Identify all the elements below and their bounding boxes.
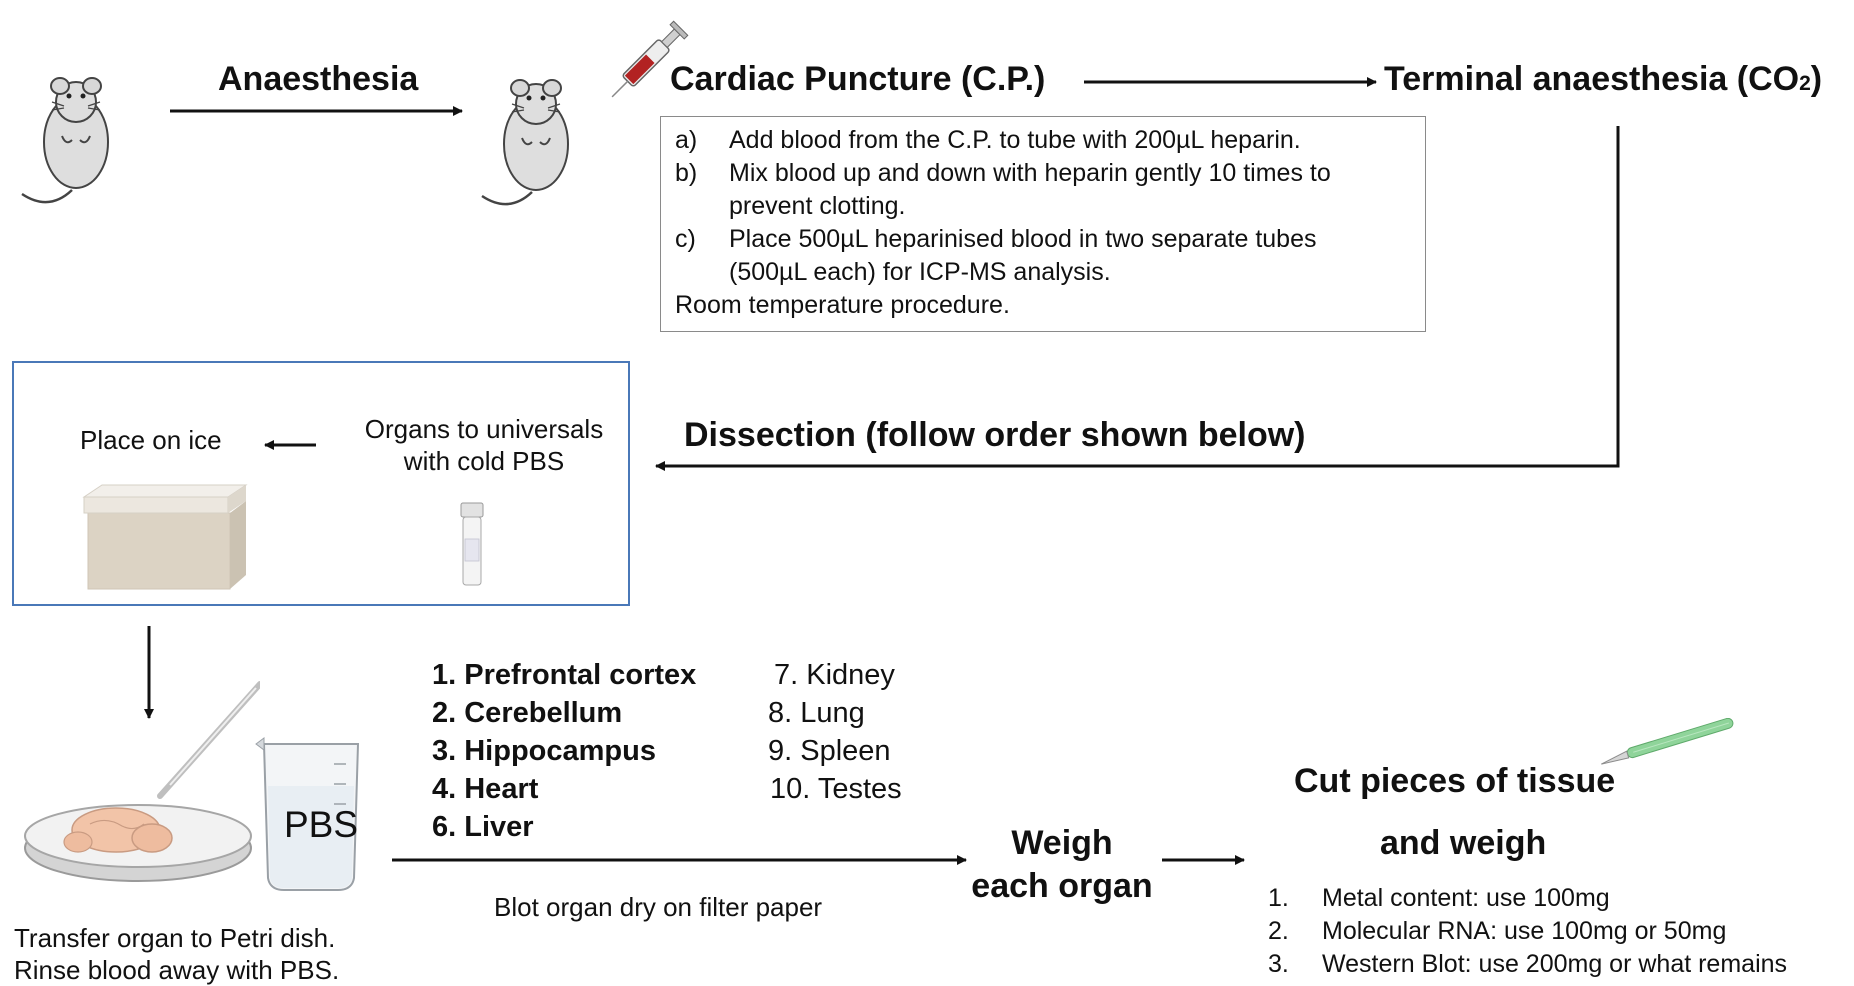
cp-instructions-box: a) Add blood from the C.P. to tube with … <box>660 116 1426 332</box>
anaesthesia-label: Anaesthesia <box>218 60 418 99</box>
terminal-anaesthesia-label: Terminal anaesthesia (CO2) <box>1384 60 1822 99</box>
use-marker-1: 1. <box>1268 884 1289 913</box>
cp-step-b-line-1: Mix blood up and down with heparin gentl… <box>729 157 1331 190</box>
universal-tube-icon <box>454 501 490 591</box>
pipette-icon <box>160 684 260 796</box>
transfer-note: Transfer organ to Petri dish. Rinse bloo… <box>14 922 339 986</box>
mouse-icon-2 <box>474 64 594 214</box>
use-1: Metal content: use 100mg <box>1322 884 1610 913</box>
organ-3: 3. Hippocampus <box>432 735 656 768</box>
cp-step-c-line-2: (500µL each) for ICP-MS analysis. <box>729 256 1111 289</box>
mouse-icon <box>14 62 134 212</box>
cp-step-c-line-1: Place 500µL heparinised blood in two sep… <box>729 223 1317 256</box>
scalpel-icon <box>1592 718 1742 768</box>
organs-to-universals-label: Organs to universals with cold PBS <box>334 413 634 477</box>
organ-6: 6. Liver <box>432 811 534 844</box>
weigh-label: Weigh each organ <box>950 822 1174 908</box>
organ-7: 7. Kidney <box>774 659 895 692</box>
organ-2: 2. Cerebellum <box>432 697 622 730</box>
organ-1: 1. Prefrontal cortex <box>432 659 696 692</box>
use-3: Western Blot: use 200mg or what remains <box>1322 950 1787 979</box>
cardiac-puncture-label: Cardiac Puncture (C.P.) <box>670 60 1045 99</box>
cp-marker-c: c) <box>675 223 696 256</box>
cp-marker-b: b) <box>675 157 697 190</box>
organ-10: 10. Testes <box>770 773 902 806</box>
cp-marker-a: a) <box>675 124 697 157</box>
ice-frame: Place on ice Organs to universals with c… <box>12 361 630 606</box>
use-2: Molecular RNA: use 100mg or 50mg <box>1322 917 1726 946</box>
organ-4: 4. Heart <box>432 773 538 806</box>
use-marker-2: 2. <box>1268 917 1289 946</box>
organ-9: 9. Spleen <box>768 735 891 768</box>
blot-label: Blot organ dry on filter paper <box>494 892 822 923</box>
organ-8: 8. Lung <box>768 697 865 730</box>
pbs-label: PBS <box>284 804 358 846</box>
cp-step-b-line-2: prevent clotting. <box>729 190 906 223</box>
cp-step-a-line-1: Add blood from the C.P. to tube with 200… <box>729 124 1301 157</box>
cut-label-line-2: and weigh <box>1380 824 1546 863</box>
ice-box-icon <box>80 477 250 595</box>
place-on-ice-label: Place on ice <box>80 425 222 456</box>
dissection-label: Dissection (follow order shown below) <box>684 416 1305 455</box>
cut-label-line-1: Cut pieces of tissue <box>1294 762 1615 801</box>
use-marker-3: 3. <box>1268 950 1289 979</box>
petri-dish-icon <box>20 676 260 906</box>
cp-note: Room temperature procedure. <box>675 289 1010 322</box>
